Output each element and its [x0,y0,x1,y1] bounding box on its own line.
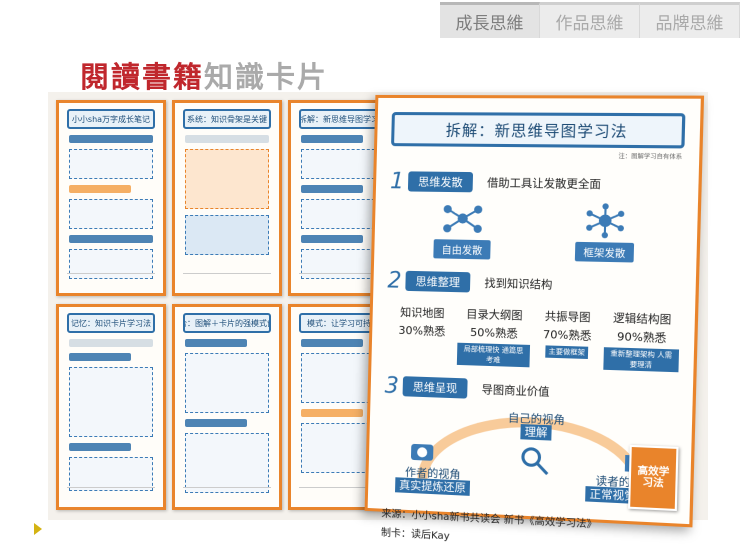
mini-bar [69,443,132,451]
item-name: 知识地图 [400,305,445,321]
mini-box [185,353,269,413]
card-footer [299,273,387,287]
section-desc: 借助工具让发散更全面 [486,176,602,191]
card-footer [183,487,271,501]
top-tabs: 成長思維 作品思維 品牌思維 [440,2,740,38]
section-desc: 找到知识结构 [484,276,553,292]
item-name: 逻辑结构图 [612,311,672,327]
mini-bar [69,353,132,361]
mini-bar [301,235,364,243]
item-tag: 局部梳理快 通篇思考难 [456,342,531,368]
frame-diverge-tag: 框架发散 [574,241,635,263]
card-footer [183,273,271,287]
familiarity-item: 共振导图 70%熟悉 主要做框架 [529,307,604,370]
item-name: 共振导图 [544,309,591,325]
mini-bar [69,135,153,143]
mini-box [301,199,385,229]
perspective-diagram: 自己的视角 理解 作者的视角 真实提炼还原 读者的视角 正常视觉浏览 [382,407,677,513]
book-cover: 高效学习法 [628,444,679,512]
mini-box [69,199,153,229]
section-number: 1 [389,168,405,194]
featured-card[interactable]: 拆解：新思维导图学习法 注：图解学习自有体系 1 思维发散 借助工具让发散更全面… [364,94,705,542]
section-organize: 2 思维整理 找到知识结构 [387,267,696,301]
author-view: 作者的视角 真实提炼还原 [382,465,484,497]
item-value: 70%熟悉 [542,327,592,343]
tab-growth[interactable]: 成長思維 [440,2,540,38]
card-title: 融合：图解＋卡片的强模式创作 [183,313,271,333]
section-present: 3 思维呈现 导图商业价值 [384,373,693,411]
card-title: 拆解：新思维导图学习法 [299,109,387,129]
mini-box [185,215,269,255]
self-view: 自己的视角 理解 [495,411,578,441]
mini-box [69,249,153,279]
mini-box [185,433,269,493]
card-title: 记忆：知识卡片学习法 [67,313,155,333]
mini-box [69,149,153,179]
item-tag: 主要做框架 [545,345,589,360]
card-footer [67,487,155,501]
mini-bar [301,339,364,347]
mini-bar [301,409,364,417]
tab-brand[interactable]: 品牌思維 [640,2,740,38]
free-diverge: 自由发散 [433,201,491,260]
familiarity-item: 知识地图 30%熟悉 [385,303,458,364]
section-number: 3 [384,373,400,399]
item-value: 50%熟悉 [469,325,518,341]
diverge-icons: 自由发散 框架发散 [392,200,679,263]
mini-bar [185,419,248,427]
page-title: 閱讀書籍知識卡片 [80,54,328,96]
mini-box [185,149,269,209]
mini-bar [185,135,269,143]
mini-bar [69,339,153,347]
section-diverge: 1 思维发散 借助工具让发散更全面 [390,168,699,198]
mini-bar [301,135,364,143]
hub-icon [581,203,630,239]
mini-bar [301,185,364,193]
self-view-sub: 理解 [520,424,552,441]
mini-bar [69,185,132,193]
mini-box [301,149,385,179]
item-name: 目录大纲图 [466,307,523,323]
familiarity-item: 目录大纲图 50%熟悉 局部梳理快 通篇思考难 [456,305,531,368]
featured-card-title: 拆解：新思维导图学习法 [391,112,686,149]
card-title: 模式：让学习可持续 [299,313,387,333]
section-label: 思维呈现 [402,376,468,399]
card-title: 小小sha万字成长笔记 [67,109,155,129]
mini-bar [185,339,248,347]
title-red: 閱讀書籍 [80,60,205,94]
section-number: 2 [387,267,402,294]
mini-box [69,367,153,437]
item-value: 30%熟悉 [398,323,446,339]
frame-diverge: 框架发散 [574,203,635,263]
perspective-graphic [382,407,684,514]
section-label: 思维发散 [407,171,474,193]
card-footer [299,487,387,501]
knowledge-card[interactable]: 系统：知识骨架是关键 [172,100,282,296]
mini-box [69,457,153,491]
next-arrow-icon[interactable] [34,523,42,535]
section-desc: 导图商业价值 [481,382,550,399]
free-diverge-tag: 自由发散 [433,239,491,260]
tab-works[interactable]: 作品思維 [540,2,640,38]
knowledge-card[interactable]: 记忆：知识卡片学习法 [56,304,166,510]
knowledge-card[interactable]: 小小sha万字成长笔记 [56,100,166,296]
knowledge-card[interactable]: 融合：图解＋卡片的强模式创作 [172,304,282,510]
item-tag: 重新整理架构 人需要理清 [603,347,680,373]
featured-card-note: 注：图解学习自有体系 [618,153,683,161]
mini-bar [69,235,153,243]
title-grey: 知識卡片 [204,60,329,94]
section-label: 思维整理 [405,270,471,293]
item-value: 90%熟悉 [616,330,667,345]
network-icon [443,205,483,233]
familiarity-item: 逻辑结构图 90%熟悉 重新整理架构 人需要理清 [603,309,680,373]
card-title: 系统：知识骨架是关键 [183,109,271,129]
familiarity-row: 知识地图 30%熟悉 目录大纲图 50%熟悉 局部梳理快 通篇思考难 共振导图 … [385,303,680,373]
card-footer [67,273,155,287]
